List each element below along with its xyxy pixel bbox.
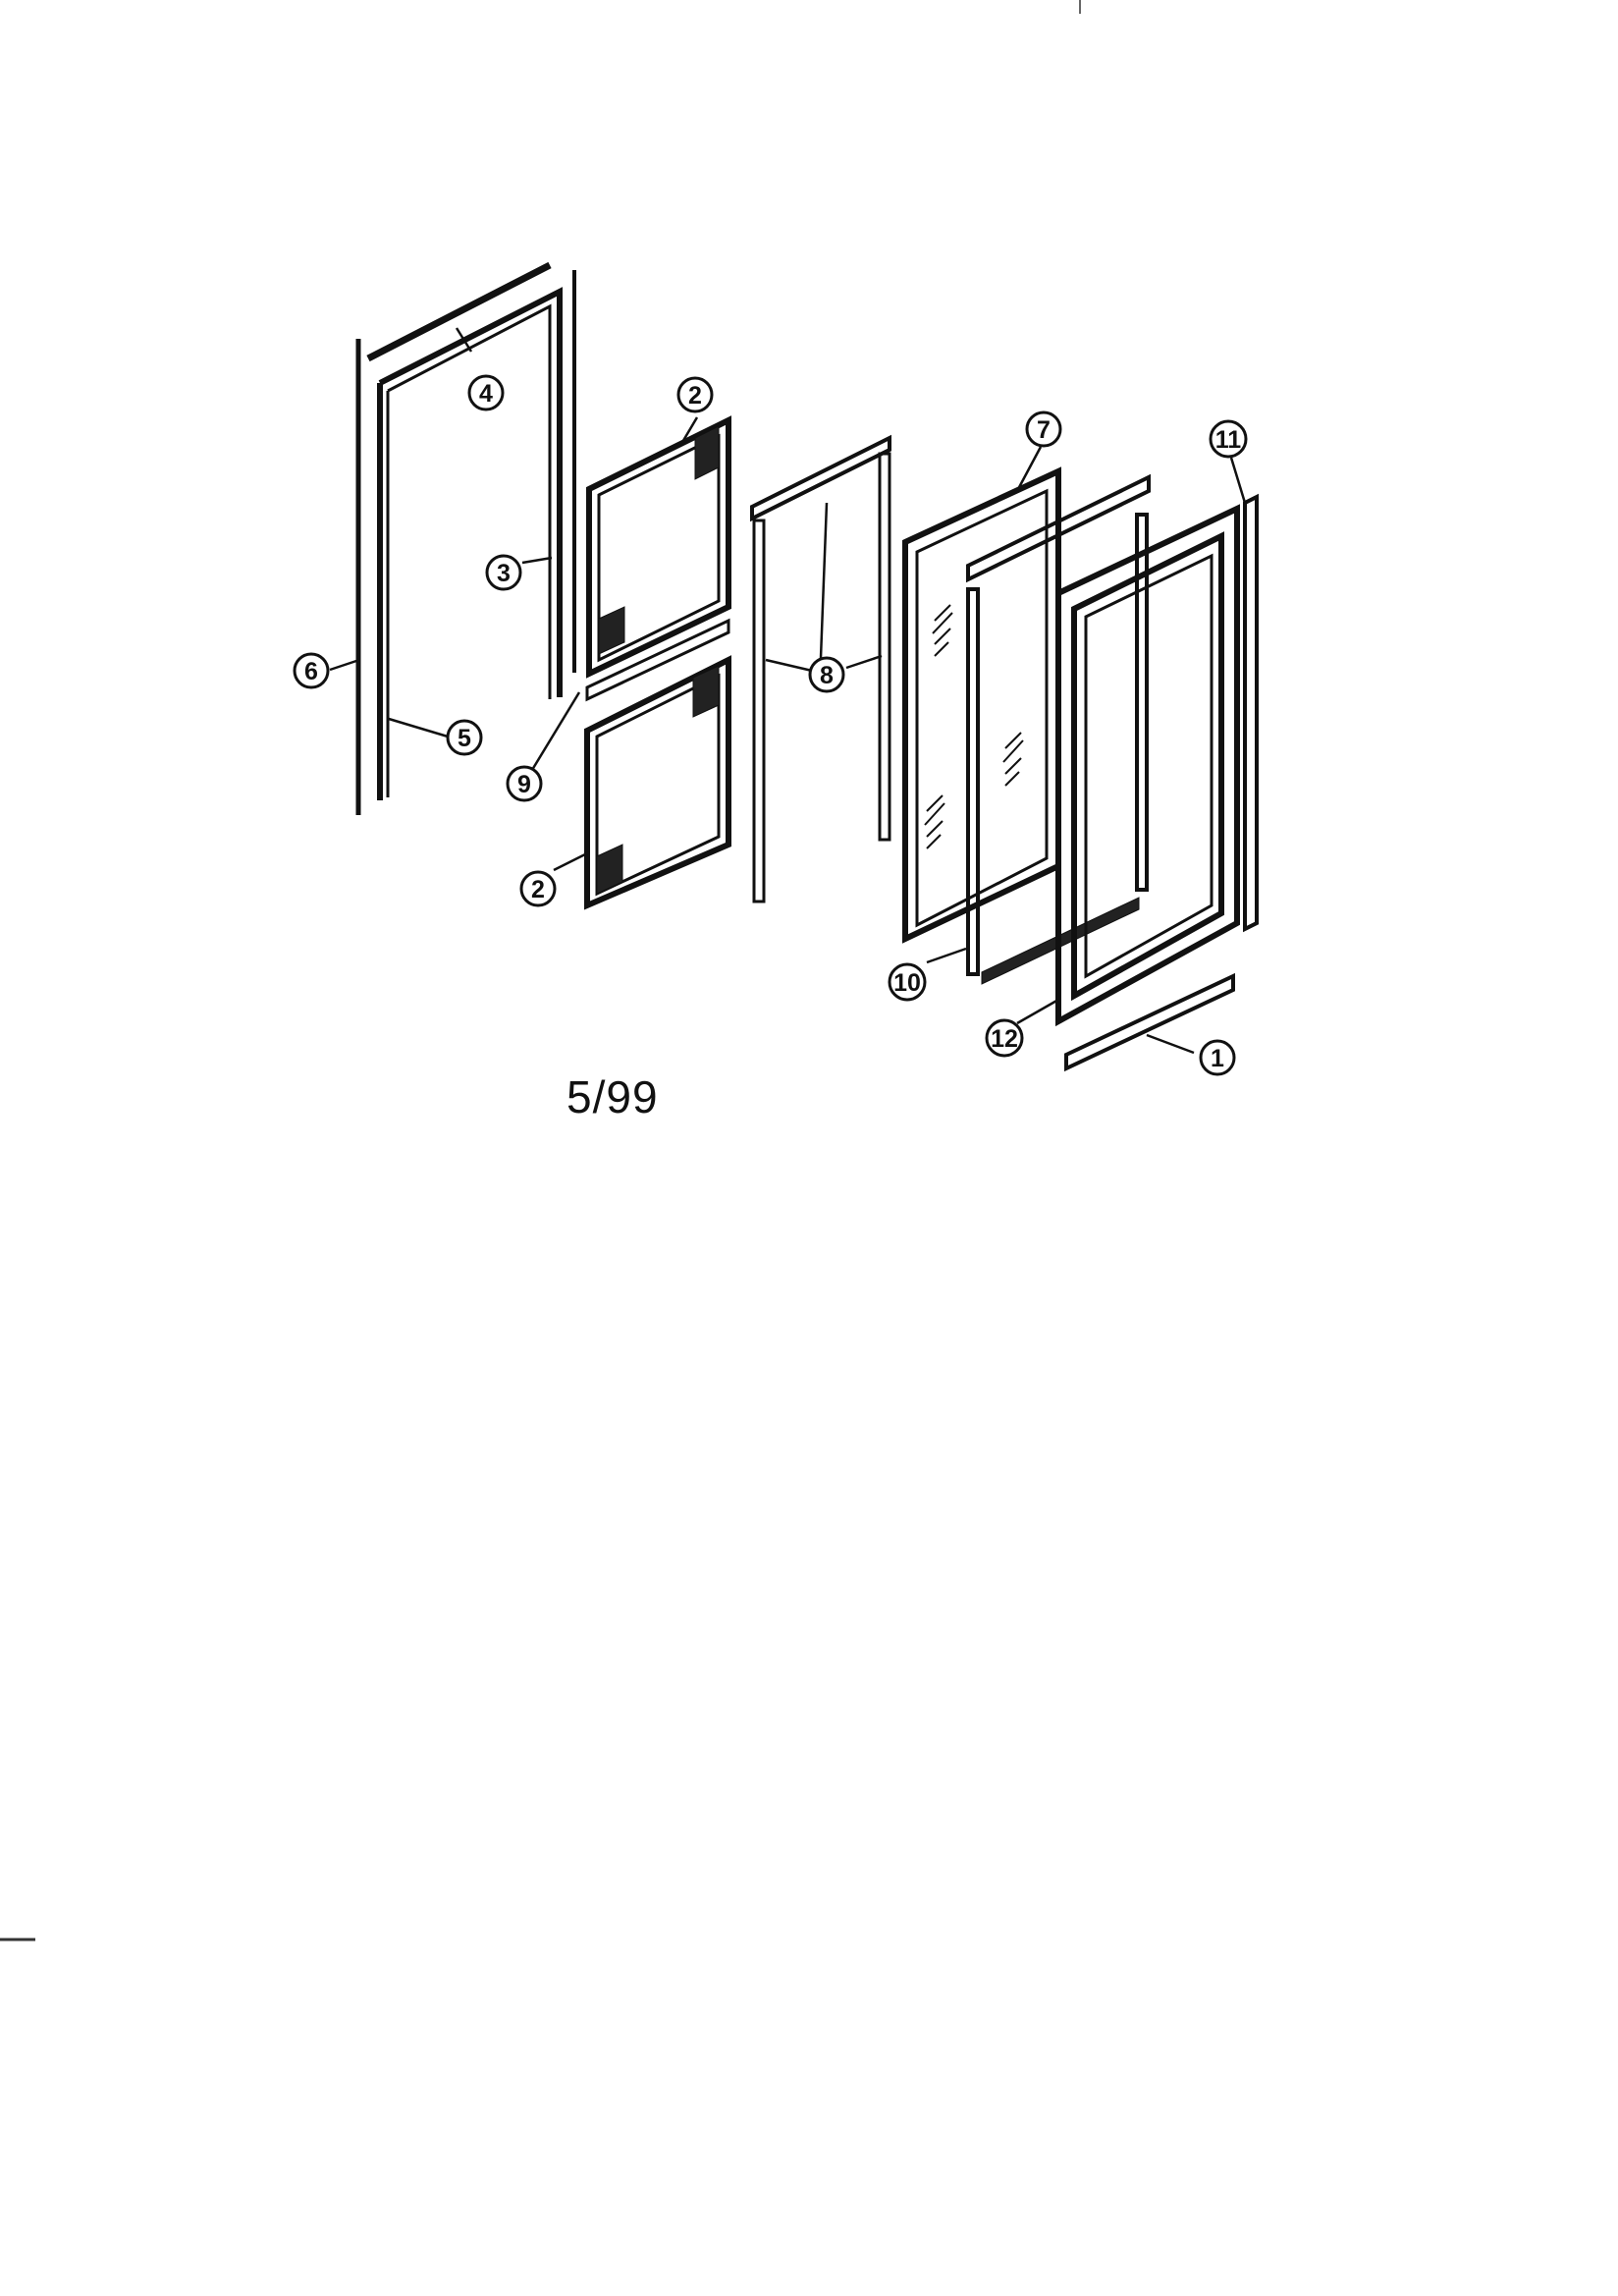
callout-8-label: 8 <box>820 662 834 689</box>
callout-3: 3 <box>485 554 522 591</box>
callout-11-label: 11 <box>1215 426 1242 454</box>
callout-4: 4 <box>467 374 505 411</box>
callout-6-label: 6 <box>304 658 318 685</box>
scan-marks <box>0 0 1081 1941</box>
leader-lines <box>329 327 1247 1055</box>
callout-12-label: 12 <box>991 1025 1018 1053</box>
part-7-glass-panel <box>902 466 1061 944</box>
callout-10: 10 <box>888 962 927 1002</box>
part-11-side-strip <box>1243 493 1259 933</box>
callout-5-label: 5 <box>458 725 471 752</box>
callout-5: 5 <box>446 719 483 756</box>
callout-7: 7 <box>1025 410 1062 448</box>
part-2-upper-panel <box>586 415 731 679</box>
part-2-lower-panel <box>584 655 731 910</box>
callout-2-lower: 2 <box>519 870 557 907</box>
callout-7-label: 7 <box>1037 416 1051 444</box>
part-1-bottom-sill <box>1064 972 1235 1072</box>
callout-4-label: 4 <box>479 380 493 408</box>
callout-3-label: 3 <box>497 560 511 587</box>
callout-6: 6 <box>293 652 330 689</box>
part-6-frame-strip <box>355 261 576 815</box>
part-12-door-frame <box>1055 504 1240 1027</box>
callout-8: 8 <box>808 656 845 693</box>
callout-2-lower-label: 2 <box>531 876 545 903</box>
callout-1-label: 1 <box>1211 1045 1224 1072</box>
diagram-date-caption: 5/99 <box>566 1071 659 1122</box>
callout-9-label: 9 <box>517 771 531 798</box>
part-9-mid-rail <box>585 618 730 702</box>
callout-2-upper: 2 <box>676 376 714 413</box>
part-8-channel-frame <box>750 434 891 903</box>
callout-11: 11 <box>1209 419 1248 459</box>
callout-1: 1 <box>1199 1039 1236 1076</box>
part-inner-frame <box>377 287 563 800</box>
callout-9: 9 <box>506 765 543 802</box>
callout-2-upper-label: 2 <box>688 382 702 410</box>
callout-10-label: 10 <box>893 969 921 997</box>
callout-12: 12 <box>985 1018 1024 1058</box>
